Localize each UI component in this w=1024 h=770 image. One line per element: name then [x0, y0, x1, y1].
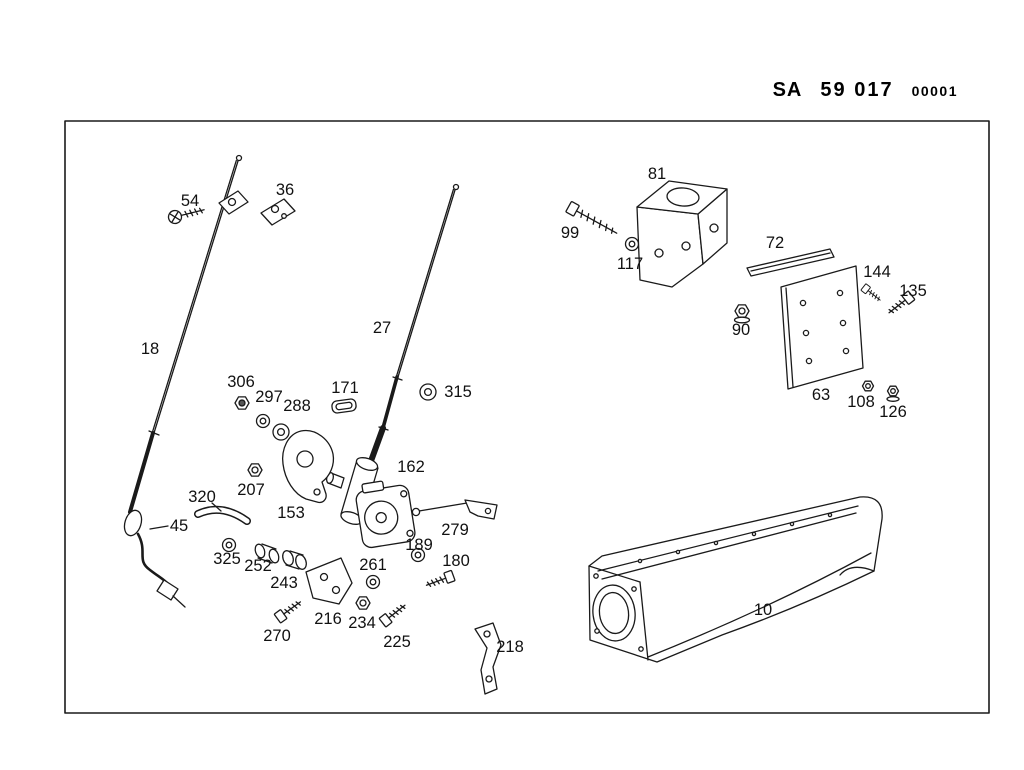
part-label-234: 234: [348, 614, 376, 632]
part-label-54: 54: [181, 192, 199, 210]
part-label-162: 162: [397, 458, 425, 476]
bracket-218: [474, 622, 502, 695]
clip-171: [331, 398, 357, 414]
part-label-320: 320: [188, 488, 216, 506]
antenna-motor-162: [355, 480, 416, 549]
part-label-36: 36: [276, 181, 294, 199]
mounting-plate-63: [780, 265, 864, 390]
nut-306-center: [238, 399, 246, 407]
seal-bracket-153: [282, 429, 335, 504]
washer-297: [255, 413, 271, 429]
screw-270: [273, 596, 305, 624]
nut-108: [861, 380, 875, 392]
hose-320: [194, 505, 251, 525]
part-label-218: 218: [496, 638, 524, 656]
bolt-99: [565, 201, 618, 234]
part-label-117: 117: [617, 255, 643, 273]
fender-panel-10: [588, 496, 883, 663]
bracket-81: [636, 180, 728, 288]
header-sa: SA: [772, 79, 803, 101]
screw-225: [378, 600, 409, 628]
antenna-mast-27: [368, 183, 460, 464]
part-label-270: 270: [263, 627, 291, 645]
part-label-279: 279: [441, 521, 469, 539]
link-rod-279: [411, 499, 498, 520]
part-label-252: 252: [244, 557, 272, 575]
part-label-243: 243: [270, 574, 298, 592]
part-label-153: 153: [277, 504, 305, 522]
part-label-216: 216: [314, 610, 342, 628]
part-label-297: 297: [255, 388, 283, 406]
part-label-180: 180: [442, 552, 470, 570]
part-label-18: 18: [141, 340, 159, 358]
diagram-frame: [64, 120, 990, 714]
part-label-72: 72: [766, 234, 784, 252]
nut-126: [886, 385, 900, 402]
antenna-base-housing: [325, 457, 379, 525]
stud-144: [860, 283, 884, 304]
antenna-cable-45: [123, 509, 186, 608]
nut-234: [355, 596, 371, 610]
leader-lines: [149, 502, 222, 530]
part-label-207: 207: [237, 481, 265, 499]
washer-261: [365, 574, 381, 590]
washer-288: [272, 423, 290, 441]
part-label-10: 10: [754, 601, 772, 619]
part-label-90: 90: [732, 321, 750, 339]
part-label-45: 45: [170, 517, 188, 535]
part-label-306: 306: [227, 373, 255, 391]
header-code: 00001: [911, 83, 958, 99]
bushing-243: [282, 550, 307, 570]
part-label-99: 99: [561, 224, 579, 242]
bracket-216: [305, 557, 353, 605]
part-label-63: 63: [812, 386, 830, 404]
part-label-325: 325: [213, 550, 241, 568]
part-label-108: 108: [847, 393, 875, 411]
screw-54: [167, 207, 205, 225]
screw-180: [423, 569, 456, 592]
part-label-261: 261: [359, 556, 387, 574]
part-label-27: 27: [373, 319, 391, 337]
part-label-288: 288: [283, 397, 311, 415]
part-label-189: 189: [405, 536, 433, 554]
part-label-126: 126: [879, 403, 907, 421]
nut-207: [247, 463, 263, 477]
part-label-144: 144: [863, 263, 891, 281]
bushing-252: [254, 543, 280, 564]
header-number: 59 017: [820, 79, 894, 101]
part-label-171: 171: [331, 379, 359, 397]
strip-72: [746, 248, 835, 277]
drawing-number-header: SA 59 017 00001: [773, 79, 958, 102]
part-label-81: 81: [648, 165, 666, 183]
part-label-225: 225: [383, 633, 411, 651]
washer-117: [624, 236, 640, 252]
part-label-135: 135: [899, 282, 927, 300]
clamp-brackets-36: [218, 190, 296, 226]
nut-90: [733, 304, 751, 324]
part-label-315: 315: [444, 383, 472, 401]
grommet-315: [419, 383, 437, 401]
